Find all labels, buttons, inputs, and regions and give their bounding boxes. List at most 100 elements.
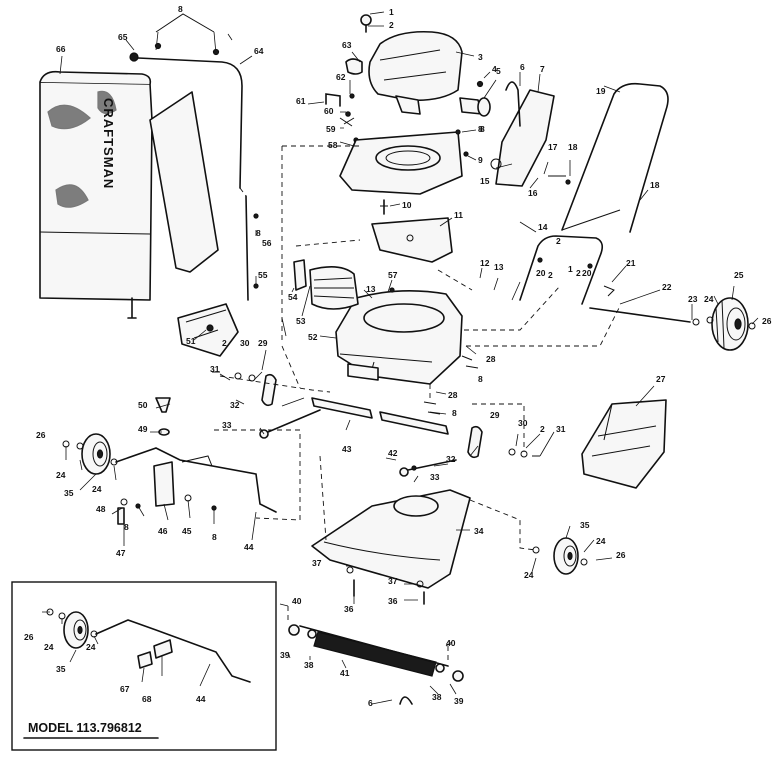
callout-4: 4 bbox=[492, 64, 497, 74]
callout-40-b: 40 bbox=[446, 638, 456, 648]
callout-inset-24a: 24 bbox=[44, 642, 54, 652]
bag-brand-text: CRAFTSMAN bbox=[101, 98, 116, 189]
callout-33-a: 33 bbox=[222, 420, 232, 430]
height-adjuster-right bbox=[379, 355, 540, 477]
callout-47: 47 bbox=[116, 548, 126, 558]
callout-31-r: 31 bbox=[556, 424, 566, 434]
callout-27: 27 bbox=[656, 374, 666, 384]
callout-40-a: 40 bbox=[292, 596, 302, 606]
callout-42: 42 bbox=[388, 448, 398, 458]
callout-26-r: 26 bbox=[762, 316, 772, 326]
callout-38-a: 38 bbox=[304, 660, 314, 670]
callout-8-bag: 8 bbox=[178, 4, 183, 14]
callout-12: 12 bbox=[480, 258, 490, 268]
brush-roller bbox=[287, 606, 464, 705]
model-number-label: MODEL 113.796812 bbox=[28, 721, 142, 735]
callout-43: 43 bbox=[342, 444, 352, 454]
callout-inset-24b: 24 bbox=[86, 642, 96, 652]
callout-31-l: 31 bbox=[210, 364, 220, 374]
callout-2-m3: 2 bbox=[576, 268, 581, 278]
callout-55: 55 bbox=[258, 270, 268, 280]
callout-60: 60 bbox=[324, 106, 334, 116]
callout-8-l1: 8 bbox=[124, 522, 129, 532]
callout-inset-26: 26 bbox=[24, 632, 34, 642]
callout-36-b: 36 bbox=[388, 596, 398, 606]
callout-56: 56 bbox=[262, 238, 272, 248]
callout-3: 3 bbox=[478, 52, 483, 62]
callout-10: 10 bbox=[402, 200, 412, 210]
model-inset: MODEL 113.796812 bbox=[11, 581, 277, 751]
callout-38-b: 38 bbox=[432, 692, 442, 702]
upper-handle bbox=[548, 82, 669, 233]
callout-1-mid: 1 bbox=[568, 264, 573, 274]
callout-8-a: 8 bbox=[478, 124, 483, 134]
callout-32-b: 32 bbox=[446, 454, 456, 464]
callout-inset-68: 68 bbox=[142, 694, 152, 704]
callout-2-m2: 2 bbox=[556, 236, 561, 246]
callout-22: 22 bbox=[662, 282, 672, 292]
callout-6-bot: 6 bbox=[368, 698, 373, 708]
callout-11: 11 bbox=[454, 210, 463, 220]
callout-30-l: 30 bbox=[240, 338, 250, 348]
bag-support-arm bbox=[490, 81, 555, 187]
callout-24-br2: 24 bbox=[596, 536, 606, 546]
leader-lines bbox=[42, 11, 759, 705]
callout-36-a: 36 bbox=[344, 604, 354, 614]
callout-26-l: 26 bbox=[36, 430, 46, 440]
callout-6-top: 6 bbox=[520, 62, 525, 72]
callout-2-l: 2 bbox=[222, 338, 227, 348]
callout-19: 19 bbox=[596, 86, 606, 96]
engine-deck-plate bbox=[339, 129, 469, 195]
callout-51: 51 bbox=[186, 336, 196, 346]
right-rear-wheel bbox=[692, 297, 756, 351]
callout-63: 63 bbox=[342, 40, 352, 50]
callout-35-l: 35 bbox=[64, 488, 74, 498]
callout-18-a: 18 bbox=[568, 142, 578, 152]
callout-45: 45 bbox=[182, 526, 192, 536]
callout-21: 21 bbox=[626, 258, 636, 268]
callout-2-r: 2 bbox=[540, 424, 545, 434]
callout-28-a: 28 bbox=[486, 354, 496, 364]
rear-axle-rod bbox=[589, 285, 691, 323]
callout-13-a: 13 bbox=[494, 262, 504, 272]
callout-58: 58 bbox=[328, 140, 338, 150]
callout-24-br1: 24 bbox=[524, 570, 534, 580]
callout-37-a: 37 bbox=[312, 558, 322, 568]
callout-9: 9 bbox=[478, 155, 483, 165]
callout-35-r: 35 bbox=[580, 520, 590, 530]
callout-34: 34 bbox=[474, 526, 484, 536]
engine bbox=[325, 14, 491, 143]
callout-17: 17 bbox=[548, 142, 558, 152]
assembly-guide-lines bbox=[214, 145, 621, 551]
callout-53: 53 bbox=[296, 316, 306, 326]
callout-2-m1: 2 bbox=[548, 270, 553, 280]
impeller-panel bbox=[371, 199, 453, 263]
left-front-wheel bbox=[62, 433, 118, 475]
main-deck bbox=[311, 489, 471, 605]
callout-49: 49 bbox=[138, 424, 148, 434]
callout-13-b: 13 bbox=[366, 284, 376, 294]
callout-30-r: 30 bbox=[518, 418, 528, 428]
callout-inset-44: 44 bbox=[196, 694, 206, 704]
callout-61: 61 bbox=[296, 96, 306, 106]
callout-8-top: 8 bbox=[480, 124, 485, 134]
callout-66: 66 bbox=[56, 44, 66, 54]
callout-28-b: 28 bbox=[448, 390, 458, 400]
callout-8-c: 8 bbox=[452, 408, 457, 418]
callout-20-b: 20 bbox=[582, 268, 592, 278]
callout-inset-35: 35 bbox=[56, 664, 66, 674]
callout-26-br: 26 bbox=[616, 550, 626, 560]
callout-59: 59 bbox=[326, 124, 336, 134]
side-rod bbox=[239, 187, 259, 301]
callout-29-l: 29 bbox=[258, 338, 268, 348]
callout-15: 15 bbox=[480, 176, 490, 186]
callout-39-a: 39 bbox=[280, 650, 290, 660]
rear-deflector bbox=[581, 399, 667, 489]
callout-20-a: 20 bbox=[536, 268, 546, 278]
callout-57: 57 bbox=[388, 270, 398, 280]
callout-16: 16 bbox=[528, 188, 538, 198]
callout-24-l2: 24 bbox=[92, 484, 102, 494]
callout-46: 46 bbox=[158, 526, 168, 536]
blower-housing bbox=[335, 290, 463, 385]
callout-8-rod: 8 bbox=[256, 228, 261, 238]
